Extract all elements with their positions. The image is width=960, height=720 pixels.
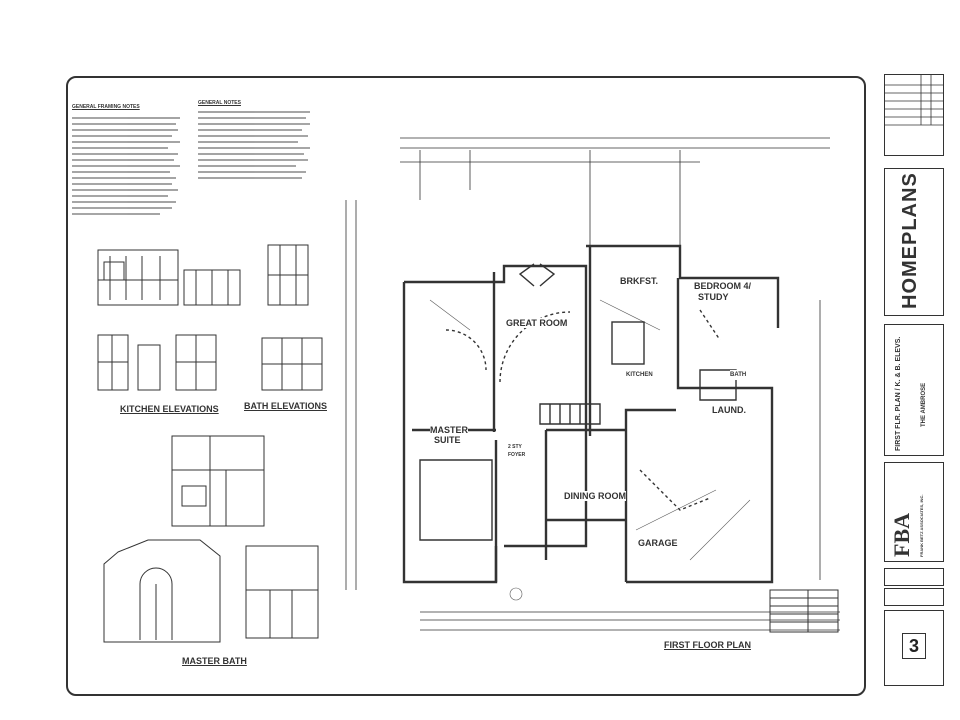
room-master-line2: SUITE <box>434 435 461 445</box>
room-breakfast: BRKFST. <box>620 276 658 286</box>
homeplans-logo-box: HOMEPLANS <box>884 168 944 316</box>
revision-block <box>884 74 944 156</box>
firm-block: FBA FRANK BETZ ASSOCIATES, INC. <box>884 462 944 562</box>
room-bedroom-line1: BEDROOM 4/ <box>694 281 752 291</box>
room-master-line1: MASTER <box>430 425 468 435</box>
framing-notes-title: GENERAL FRAMING NOTES <box>72 104 140 110</box>
sheet-number: 3 <box>902 633 926 659</box>
homeplans-logo: HOMEPLANS <box>899 172 921 309</box>
room-bath: BATH <box>730 370 747 380</box>
first-floor-plan-label: FIRST FLOOR PLAN <box>664 640 751 650</box>
room-foyer-line1: 2 STY <box>508 442 522 452</box>
firm-name: FRANK BETZ ASSOCIATES, INC. <box>919 494 924 557</box>
room-great-room: GREAT ROOM <box>506 318 568 328</box>
firm-logo: FBA <box>889 513 914 557</box>
sheet-title: FIRST FLR. PLAN / K. & B. ELEVS. <box>895 336 902 451</box>
bath-elevations-label: BATH ELEVATIONS <box>244 401 327 411</box>
sheet-number-box: 3 <box>884 610 944 686</box>
kitchen-elevations-label: KITCHEN ELEVATIONS <box>120 404 219 414</box>
room-foyer-line2: FOYER <box>508 450 526 460</box>
sheet-title-box: FIRST FLR. PLAN / K. & B. ELEVS. THE AMB… <box>884 324 944 456</box>
project-name: THE AMBROSE <box>921 382 927 427</box>
scale-block <box>884 588 944 606</box>
room-dining: DINING ROOM <box>564 491 626 501</box>
general-notes-title: GENERAL NOTES <box>198 100 241 106</box>
drawing-sheet-border <box>66 76 866 696</box>
master-bath-label: MASTER BATH <box>182 656 247 666</box>
room-kitchen: KITCHEN <box>626 370 653 380</box>
date-block <box>884 568 944 586</box>
room-bedroom-line2: STUDY <box>698 292 729 302</box>
room-laundry: LAUND. <box>712 405 746 415</box>
room-garage: GARAGE <box>638 538 678 548</box>
